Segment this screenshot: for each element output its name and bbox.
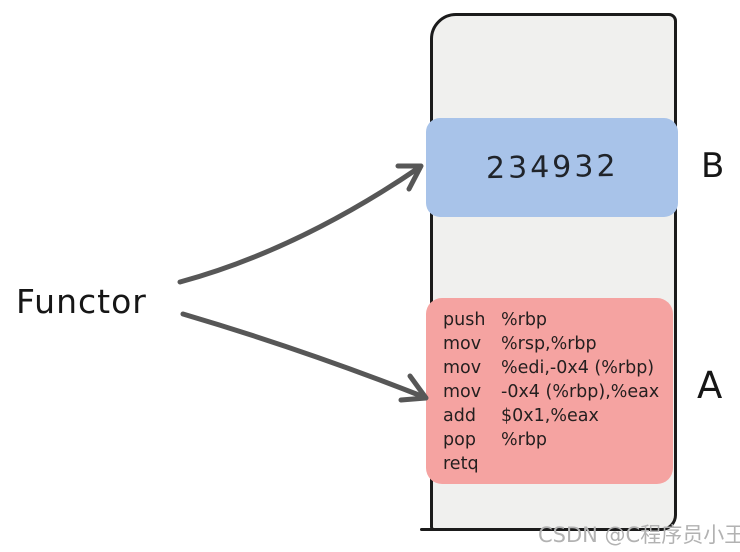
instruction-operands: %rsp,%rbp <box>501 334 597 354</box>
functor-label: Functor <box>16 282 147 321</box>
block-b-value: 234932 <box>485 148 619 187</box>
instruction-row: mov -0x4 (%rbp),%eax <box>443 380 673 404</box>
instruction-row: mov %edi,-0x4 (%rbp) <box>443 356 673 380</box>
instruction-row: mov %rsp,%rbp <box>443 332 673 356</box>
instruction-opcode: push <box>443 310 486 330</box>
instruction-operands: %rbp <box>501 310 548 330</box>
instruction-opcode: retq <box>443 454 479 474</box>
memory-block-a: push %rbp mov %rsp,%rbp mov %edi,-0x4 (%… <box>426 298 673 484</box>
instruction-opcode: mov <box>443 334 482 354</box>
instruction-opcode: pop <box>443 430 476 450</box>
instruction-operands: %rbp <box>501 430 548 450</box>
instruction-row: pop %rbp <box>443 428 673 452</box>
instruction-operands <box>501 452 673 476</box>
instruction-operands: $0x1,%eax <box>501 406 599 426</box>
instruction-operands: %edi,-0x4 (%rbp) <box>501 358 655 378</box>
instruction-opcode: add <box>443 406 476 426</box>
instruction-operands: -0x4 (%rbp),%eax <box>501 382 660 402</box>
arrow-to-block-a <box>180 311 429 403</box>
instruction-opcode: mov <box>443 382 482 402</box>
instruction-opcode: mov <box>443 358 482 378</box>
block-b-side-label: B <box>701 146 725 186</box>
memory-block-b: 234932 <box>426 118 678 217</box>
watermark: CSDN @C程序员小王 <box>538 523 740 547</box>
instruction-row: push %rbp <box>443 308 673 332</box>
arrow-to-block-b <box>177 163 424 285</box>
instruction-row: retq <box>443 452 673 476</box>
block-a-side-label: A <box>697 364 723 407</box>
container-bottom-overshoot-line <box>420 528 446 531</box>
instruction-row: add $0x1,%eax <box>443 404 673 428</box>
